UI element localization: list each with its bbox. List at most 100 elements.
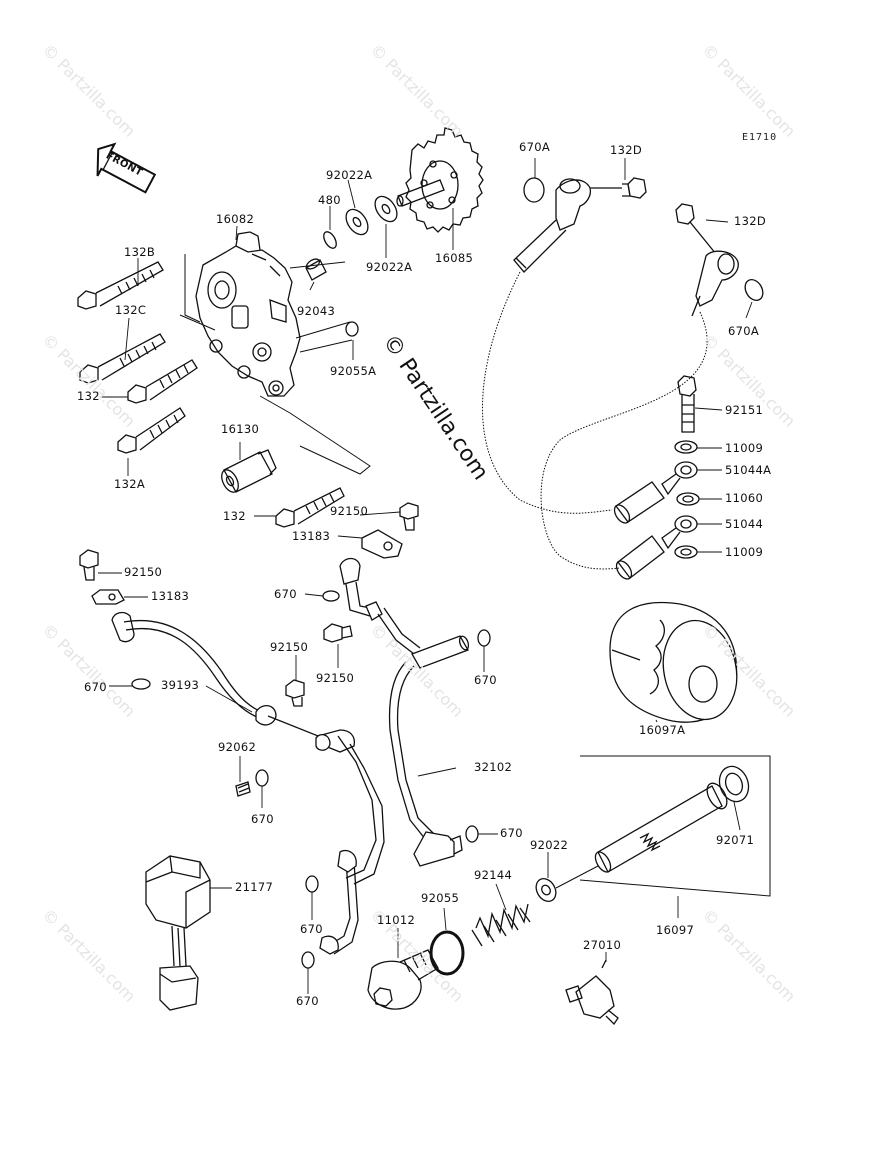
- bolt-92150-upper: [399, 502, 419, 531]
- part-label: 670: [251, 812, 274, 826]
- part-label: 92150: [124, 565, 163, 579]
- filter-group-box: [579, 755, 771, 897]
- filter-element-16097: [594, 782, 728, 873]
- oring-670-pipe-top: [322, 590, 340, 602]
- oil-filter-16097a: [609, 601, 738, 723]
- part-label: 92144: [474, 868, 513, 882]
- cooler-hose-right-fitting: [675, 203, 739, 317]
- part-label: 670A: [519, 140, 551, 154]
- part-label: 670: [474, 673, 497, 687]
- bolt-132a: [117, 407, 186, 454]
- part-label: 92071: [716, 833, 755, 847]
- bolt-132-lower: [275, 487, 345, 528]
- part-label: 16130: [221, 422, 260, 436]
- front-arrow-icon: [96, 142, 157, 194]
- plate-13183-upper: [361, 529, 403, 559]
- part-label: 670A: [728, 324, 760, 338]
- part-label: 670: [274, 587, 297, 601]
- part-label: 92150: [330, 504, 369, 518]
- banjo-bolt-92151: [677, 375, 697, 433]
- washer-11009-a: [674, 440, 698, 454]
- plug-11012: [367, 949, 439, 1010]
- part-label: 132A: [114, 477, 146, 491]
- part-label: 132C: [115, 303, 147, 317]
- part-label: 92151: [725, 403, 764, 417]
- part-label: 92022: [530, 838, 569, 852]
- oring-670-lower-b: [301, 951, 315, 969]
- oring-670-pipe-right: [477, 629, 491, 647]
- bolt-92150-pipe: [323, 623, 353, 643]
- part-label: 39193: [161, 678, 200, 692]
- cooler-hose-line: [482, 271, 613, 514]
- part-label: 16097A: [639, 723, 686, 737]
- part-label: 92055A: [330, 364, 377, 378]
- part-label: 27010: [583, 938, 622, 952]
- part-label: 32102: [474, 760, 513, 774]
- part-label: 51044A: [725, 463, 772, 477]
- washer-92022a: [345, 195, 398, 236]
- washer-92022: [535, 878, 557, 902]
- bolt-132: [127, 359, 198, 404]
- part-label: 13183: [292, 529, 331, 543]
- oring-92055a: [345, 321, 359, 337]
- part-label: 670: [296, 994, 319, 1008]
- part-label: 92062: [218, 740, 257, 754]
- oring-92055: [429, 930, 465, 976]
- part-label: 480: [318, 193, 341, 207]
- part-label: 16085: [435, 251, 474, 265]
- oring-670-left: [131, 678, 151, 690]
- seal-92071: [718, 765, 750, 803]
- part-label: 11060: [725, 491, 764, 505]
- part-label: 16082: [216, 212, 255, 226]
- part-label: 670: [300, 922, 323, 936]
- part-label: 132D: [610, 143, 643, 157]
- leader-lines: [184, 254, 201, 323]
- pin-92043: [305, 258, 327, 281]
- part-label: 92043: [297, 304, 336, 318]
- bolt-132d-top: [622, 177, 647, 199]
- oring-670-lower-a: [305, 875, 319, 893]
- oring-670a-top: [523, 177, 545, 203]
- washer-11009-b: [674, 545, 698, 559]
- ring-480: [323, 231, 337, 249]
- part-label: 21177: [235, 880, 274, 894]
- part-label: 132B: [124, 245, 156, 259]
- part-label: 670: [500, 826, 523, 840]
- part-label: 11009: [725, 545, 764, 559]
- oring-670-pipe-low: [465, 825, 479, 843]
- bolt-132c: [79, 333, 166, 384]
- connector-21177: [145, 855, 211, 1011]
- part-label: 670: [84, 680, 107, 694]
- part-label: 92022A: [366, 260, 413, 274]
- part-label: 132D: [734, 214, 767, 228]
- part-label: 11012: [377, 913, 416, 927]
- bolt-92150-mid: [285, 679, 305, 707]
- strainer-16130: [221, 449, 277, 493]
- part-label: 132: [77, 389, 100, 403]
- banjo-fitting-51044a: [613, 461, 698, 524]
- diagram-code: E1710: [742, 132, 778, 143]
- oring-670-mid: [255, 769, 269, 787]
- plug-92062: [235, 781, 251, 797]
- oil-pipe-39193: [111, 611, 385, 955]
- oring-670a-right: [744, 279, 764, 301]
- part-label: 11009: [725, 441, 764, 455]
- part-label: 92150: [270, 640, 309, 654]
- part-label: 92022A: [326, 168, 373, 182]
- part-label: 13183: [151, 589, 190, 603]
- bolt-92150-left: [79, 549, 99, 581]
- part-label: 51044: [725, 517, 764, 531]
- label-leaders: [98, 158, 753, 994]
- cooler-hose-upper-left-fitting: [513, 178, 622, 273]
- part-label: 16097: [656, 923, 695, 937]
- part-label: 132: [223, 509, 246, 523]
- bolt-132b: [77, 261, 164, 310]
- spring-92144: [471, 903, 531, 947]
- oil-pump-body: [195, 231, 301, 397]
- plate-13183-left: [91, 589, 125, 605]
- washer-11060: [676, 492, 700, 506]
- oil-pressure-switch-27010: [565, 959, 619, 1026]
- oil-pipe-32102: [339, 557, 470, 867]
- part-label: 92055: [421, 891, 460, 905]
